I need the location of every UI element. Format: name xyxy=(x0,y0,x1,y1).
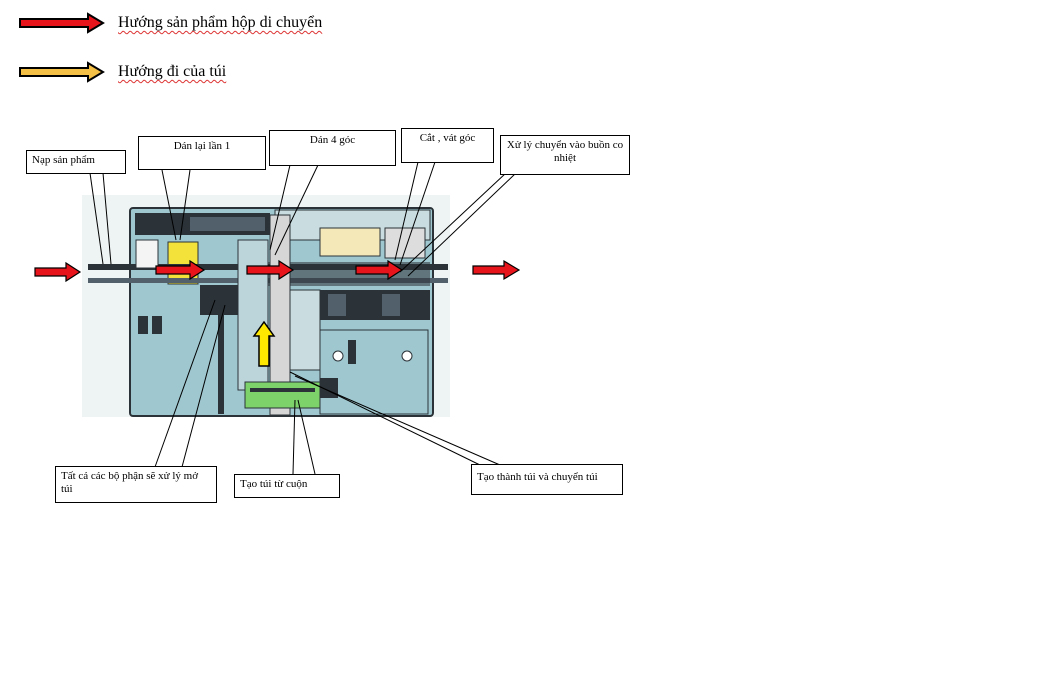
yellow-part xyxy=(167,241,199,285)
callout-reglue-first-text: Dán lại lần 1 xyxy=(173,140,231,152)
callout-open-bag-parts: Tất cả các bộ phận sẽ xử lý mở túi xyxy=(55,466,217,503)
machine-body xyxy=(129,207,434,417)
callout-open-bag-parts-text: Tất cả các bộ phận sẽ xử lý mở túi xyxy=(61,470,199,495)
callout-feed-product-text: Nạp sản phẩm xyxy=(32,154,95,166)
callout-bag-from-roll-text: Tạo túi từ cuộn xyxy=(240,478,308,490)
callout-form-transfer-bag-text: Tạo thành túi và chuyển túi xyxy=(477,471,598,483)
legend-product-label: Hướng sản phẩm hộp di chuyển xyxy=(118,14,323,31)
callout-glue-four-corners-text: Dán 4 góc xyxy=(309,134,356,146)
callout-transfer-shrink-text: Xử lý chuyển vào buồn co nhiệt xyxy=(506,139,624,164)
green-part xyxy=(244,381,321,409)
callout-feed-product: Nạp sản phẩm xyxy=(26,150,126,174)
callout-glue-four-corners: Dán 4 góc xyxy=(269,130,396,166)
callout-bag-from-roll: Tạo túi từ cuộn xyxy=(234,474,340,498)
callout-transfer-shrink: Xử lý chuyển vào buồn co nhiệt xyxy=(500,135,630,175)
callout-form-transfer-bag: Tạo thành túi và chuyển túi xyxy=(471,464,623,495)
product-arrows xyxy=(34,259,521,283)
callout-cut-bevel-text: Cắt , vát góc xyxy=(419,132,476,144)
legend-bag-direction: Hướng đi của túi xyxy=(18,61,226,83)
callout-reglue-first: Dán lại lần 1 xyxy=(138,136,266,170)
red-arrow-icon xyxy=(19,12,105,34)
callout-cut-bevel: Cắt , vát góc xyxy=(401,128,494,163)
legend-bag-label: Hướng đi của túi xyxy=(118,63,227,80)
legend-product-direction: Hướng sản phẩm hộp di chuyển xyxy=(18,12,322,34)
bag-arrow xyxy=(252,320,276,367)
yellow-arrow-icon xyxy=(19,61,105,83)
